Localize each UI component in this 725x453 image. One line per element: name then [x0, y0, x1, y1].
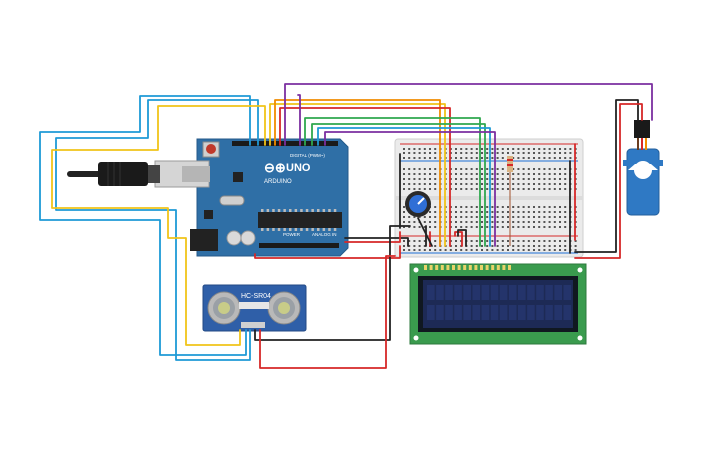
- microcontroller-chip: [258, 212, 342, 228]
- wire-bb-black2: [457, 229, 467, 247]
- wire-red-power: [254, 245, 401, 259]
- wire-red-lcd: [279, 107, 451, 247]
- wire-red-sensor: [259, 255, 396, 369]
- power-analog-header[interactable]: [259, 243, 339, 248]
- resistor[interactable]: [507, 156, 513, 246]
- potentiometer[interactable]: [405, 191, 431, 217]
- analog-pins-label: ANALOG IN: [312, 232, 337, 237]
- usb-cable[interactable]: [67, 162, 160, 186]
- servo-motor[interactable]: [623, 120, 663, 216]
- sensor-model-label: HC-SR04: [241, 293, 271, 300]
- wire-green-lcd: [304, 117, 481, 247]
- wire-purple-stub: [297, 94, 301, 146]
- wire-servo-gnd: [574, 99, 639, 253]
- lcd-display[interactable]: [409, 263, 587, 345]
- wire-red-5v: [344, 231, 401, 243]
- wire-yellow-lcd: [269, 103, 446, 247]
- ultrasonic-sensor[interactable]: HC-SR04: [202, 284, 307, 332]
- servo-connector: [634, 120, 650, 138]
- dc-jack: [190, 229, 218, 251]
- wire-pot-wiper: [417, 217, 433, 247]
- wire-black-gnd: [344, 237, 409, 247]
- board-model-label: UNO: [286, 162, 311, 174]
- wires: [39, 83, 653, 369]
- board-brand-label: ARDUINO: [264, 179, 292, 185]
- arduino-logo-icon: ⊖⊕: [264, 160, 286, 175]
- wire-green2-lcd: [311, 123, 486, 247]
- wire-orange-lcd: [274, 99, 441, 247]
- wire-blue-echo: [39, 95, 251, 356]
- wire-blue-lcd: [317, 127, 491, 247]
- wire-servo-vcc: [574, 103, 643, 259]
- wire-blue-trig: [55, 99, 259, 361]
- wire-purple-servo: [284, 83, 653, 146]
- reset-button[interactable]: [206, 144, 216, 154]
- wire-purple-lcd: [324, 131, 496, 247]
- power-pins-label: POWER: [283, 232, 301, 237]
- digital-pins-label: DIGITAL (PWM~): [290, 153, 325, 158]
- wire-yellow-sensor: [51, 105, 266, 346]
- wire-black-sensor: [254, 225, 411, 341]
